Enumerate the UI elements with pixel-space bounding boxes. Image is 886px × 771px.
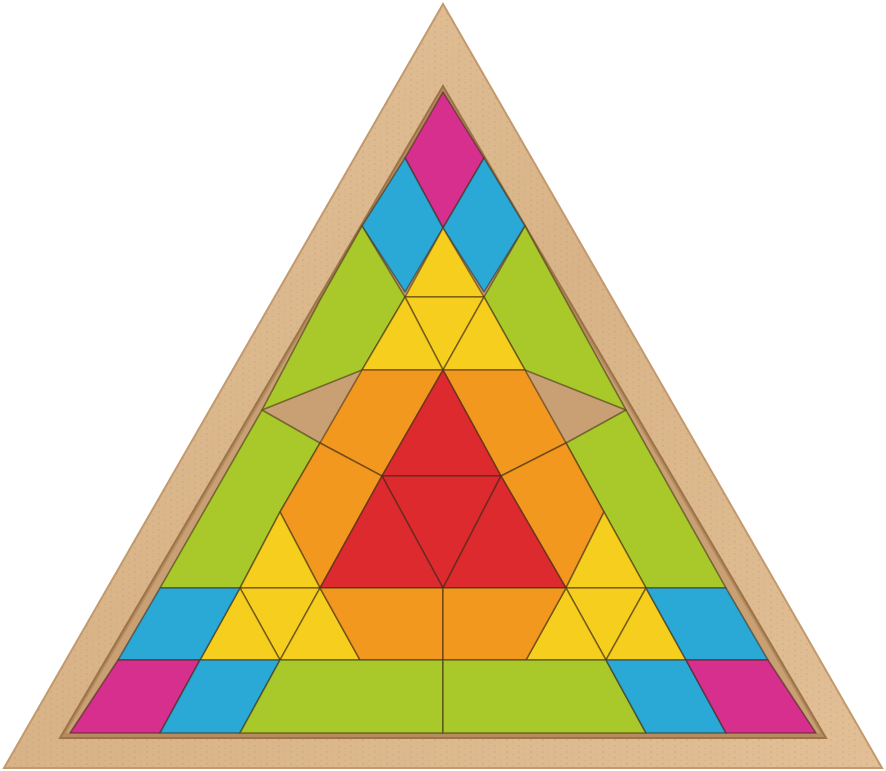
lime-tile xyxy=(261,225,406,411)
mosaic-tiles xyxy=(69,91,817,734)
blue-tile xyxy=(442,157,526,293)
magenta-tile xyxy=(685,659,817,734)
blue-tile xyxy=(361,157,444,293)
